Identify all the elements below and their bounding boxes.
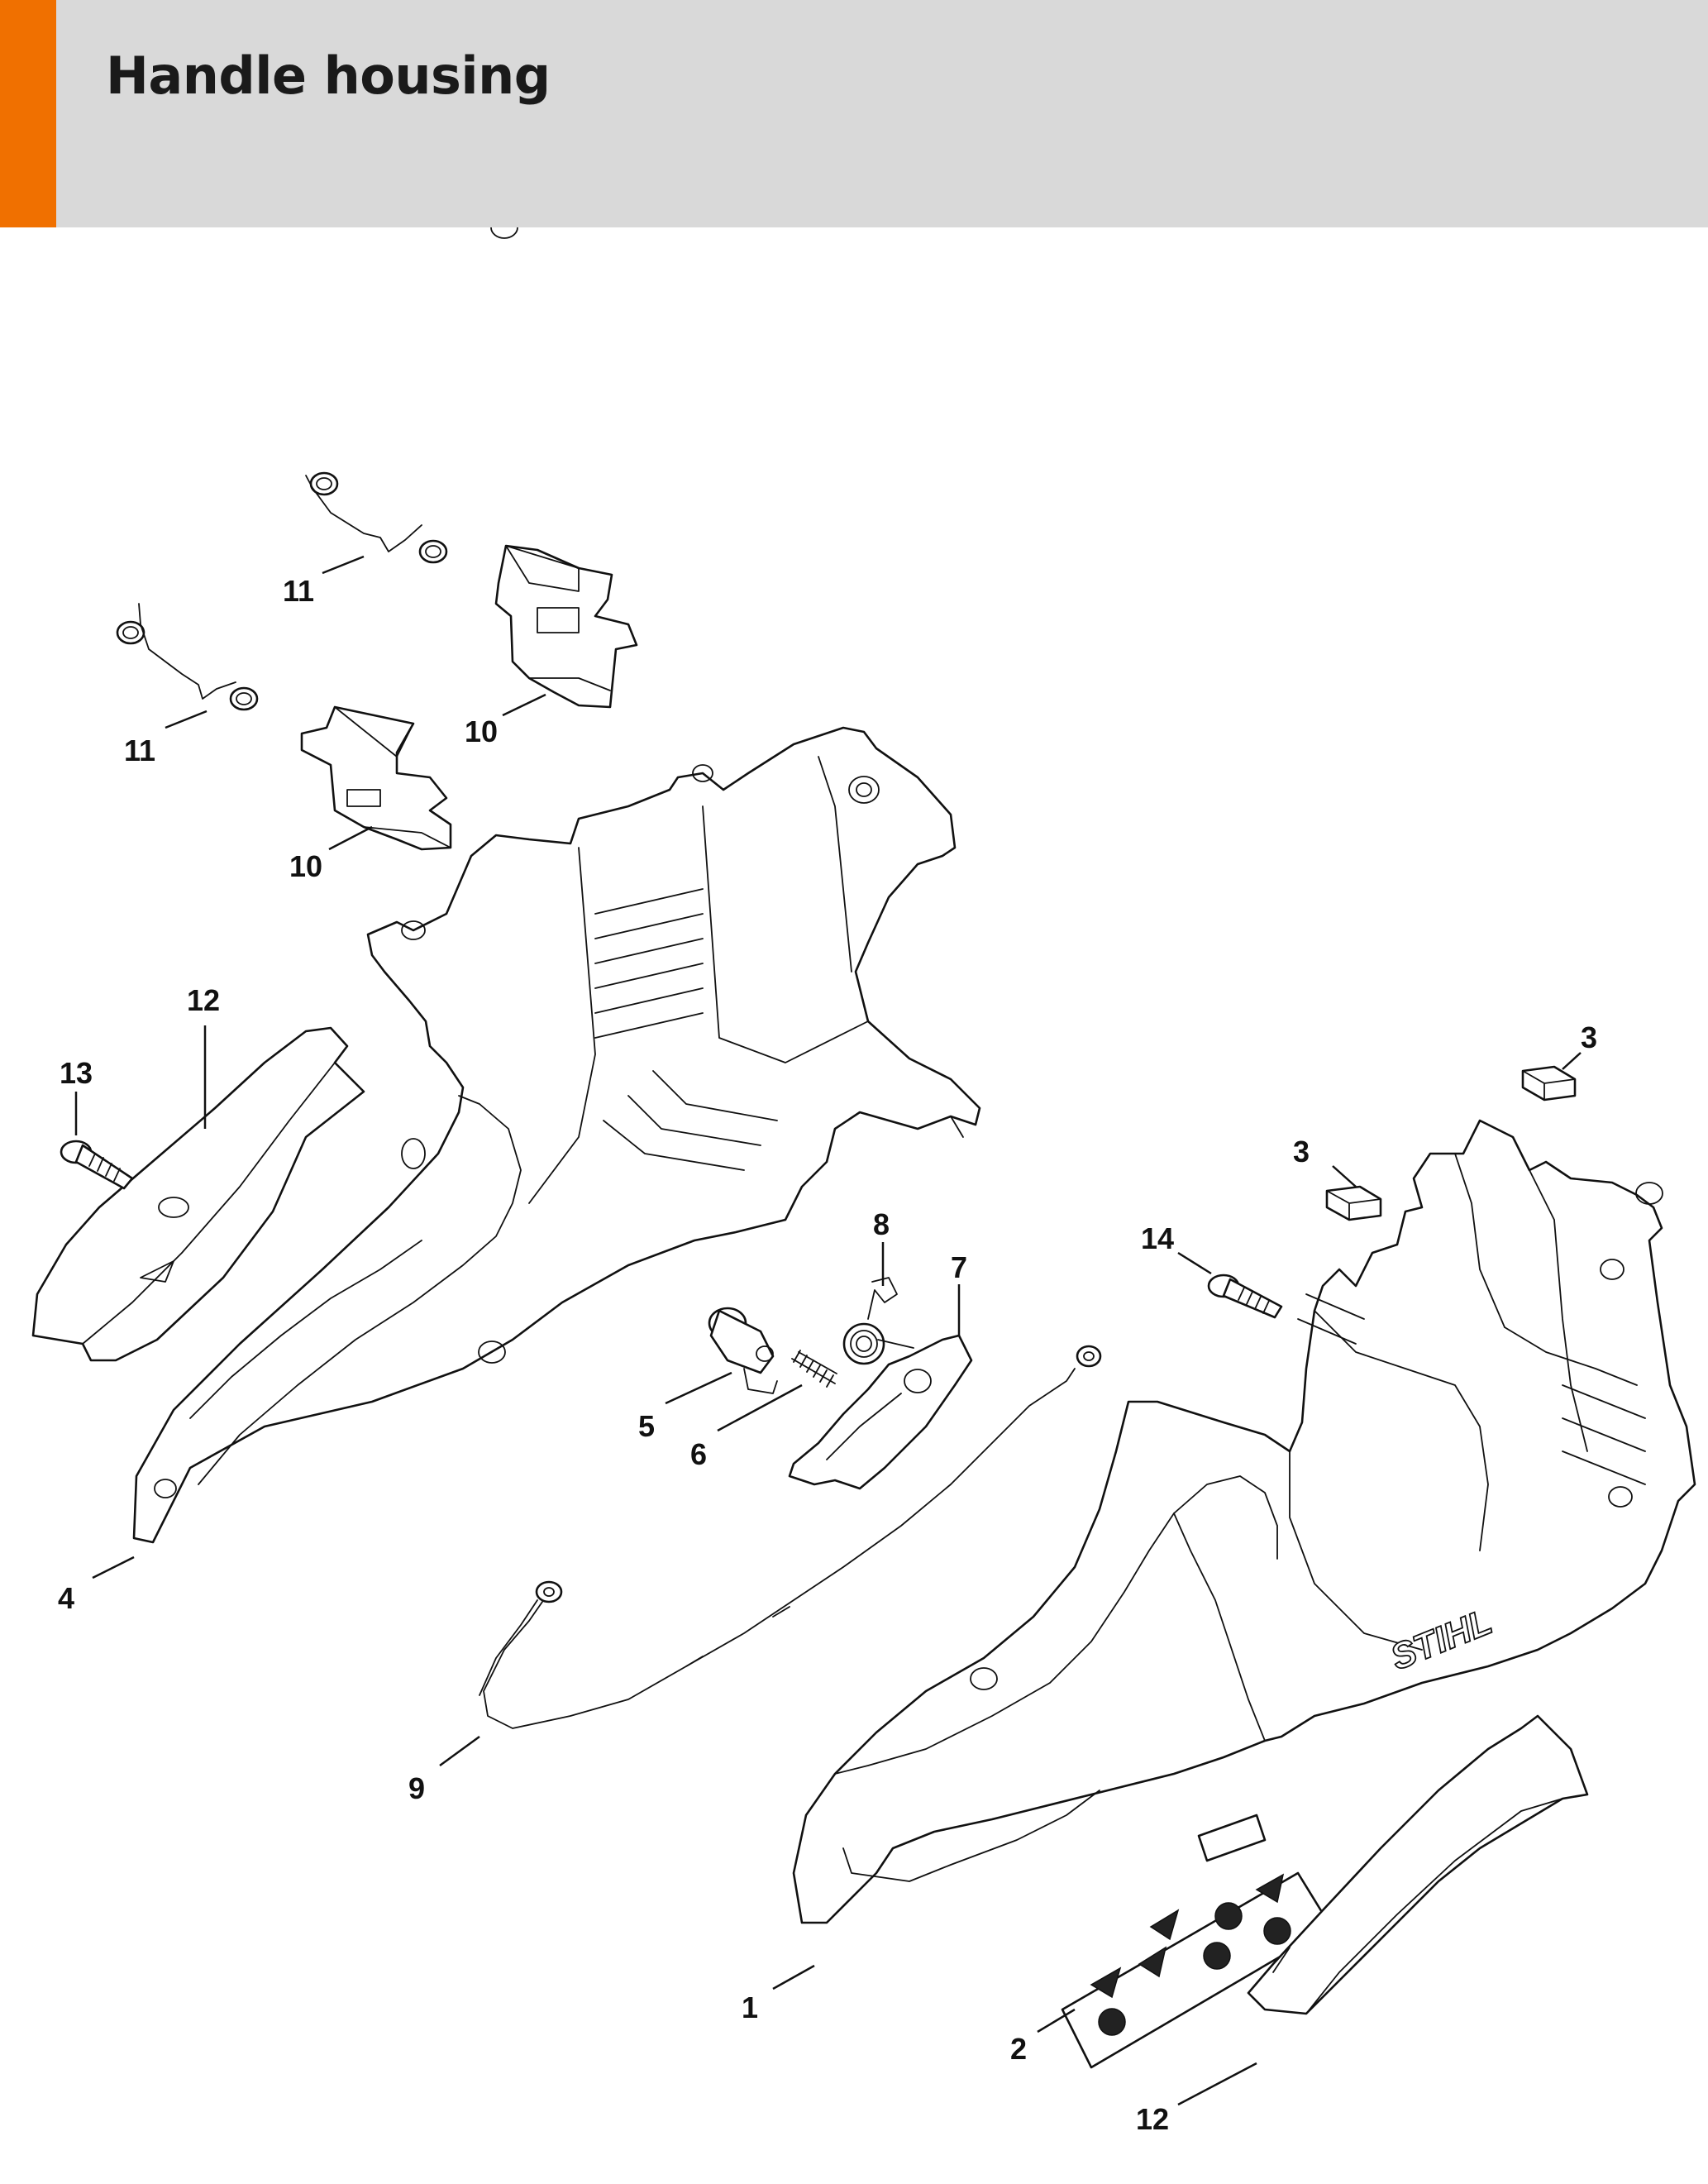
callout-6: 6 [690, 1437, 707, 1471]
part-7-throttle-trigger[interactable] [788, 1334, 973, 1490]
part-10-lever-lower[interactable] [300, 705, 452, 851]
callout-7: 7 [951, 1250, 967, 1284]
orange-accent-strip [0, 0, 56, 227]
callout-13: 13 [60, 1056, 93, 1090]
page-title: Handle housing [106, 45, 551, 106]
part-4-handle-housing-left[interactable] [132, 216, 981, 1544]
callout-11: 11 [283, 574, 314, 608]
callout-12: 12 [1136, 2102, 1169, 2136]
exploded-parts-diagram: STIHL [0, 216, 1708, 2180]
part-11-spring-lower[interactable] [116, 603, 259, 711]
part-9-cable[interactable] [479, 1345, 1102, 1729]
callout-12: 12 [187, 983, 220, 1017]
callout-8: 8 [873, 1207, 890, 1241]
callout-3: 3 [1293, 1135, 1310, 1168]
callout-10: 10 [465, 714, 498, 748]
callout-14: 14 [1141, 1221, 1174, 1255]
callout-labels: 11 11 10 10 12 13 4 5 6 8 7 3 3 14 9 1 2… [58, 574, 1597, 2136]
part-5-valve[interactable] [708, 1307, 778, 1394]
callout-2: 2 [1010, 2032, 1027, 2066]
safety-symbol-icon [1098, 1902, 1291, 2036]
callout-9: 9 [408, 1771, 425, 1805]
part-14-screw[interactable] [1207, 1274, 1283, 1319]
part-13-screw[interactable] [60, 1140, 134, 1190]
part-3-buffer-lower[interactable] [1325, 1185, 1382, 1221]
part-12-grip-cover-right[interactable] [1247, 1714, 1589, 2015]
callout-10: 10 [289, 849, 322, 883]
leader-lines [74, 555, 1582, 2106]
header-bar: Handle housing [0, 0, 1708, 227]
part-12-grip-cover-left[interactable] [31, 1026, 365, 1362]
callout-4: 4 [58, 1581, 74, 1615]
part-2-warning-label[interactable] [1061, 1871, 1333, 2069]
callout-5: 5 [638, 1409, 655, 1443]
callout-1: 1 [742, 1990, 758, 2024]
part-11-spring-upper[interactable] [305, 471, 448, 564]
callout-3: 3 [1581, 1020, 1597, 1054]
warning-triangle-icon [1090, 1873, 1285, 1999]
part-1-handle-housing-right[interactable]: STIHL [792, 1119, 1696, 1924]
part-6-spring[interactable] [791, 1350, 837, 1388]
callout-11: 11 [124, 734, 155, 767]
part-10-lever-upper[interactable] [494, 544, 638, 709]
part-3-buffer-upper[interactable] [1521, 1065, 1577, 1102]
part-8-torsion-spring[interactable] [842, 1277, 914, 1365]
parts-drawing: STIHL [31, 216, 1696, 2136]
